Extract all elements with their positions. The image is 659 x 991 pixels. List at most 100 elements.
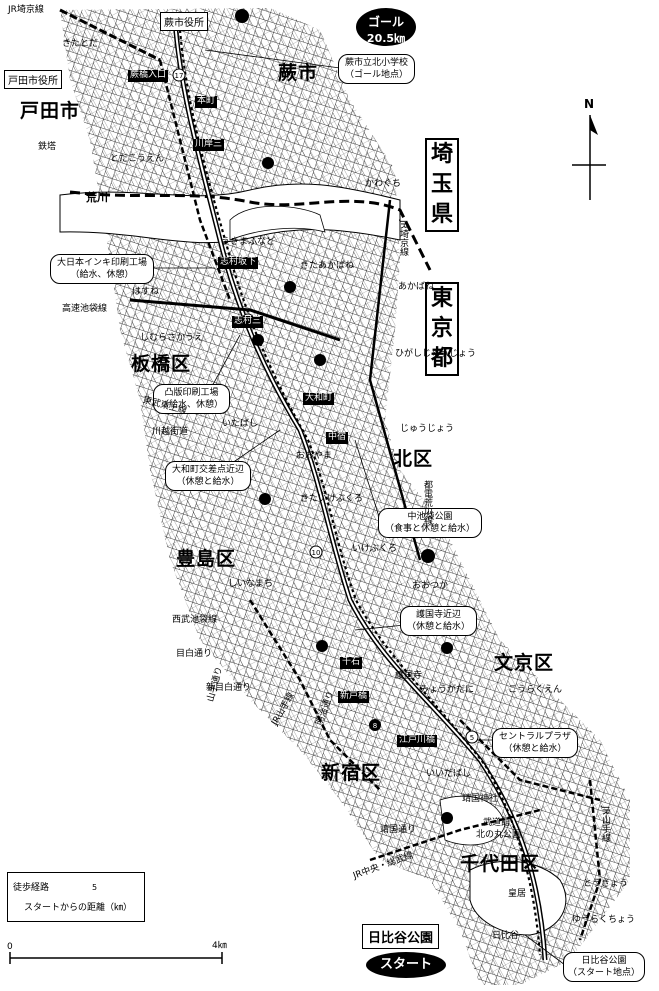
label-toden-arakawa: 都電荒川線 (422, 480, 432, 525)
toppan-callout: 凸版印刷工場 （給水、休憩） (153, 384, 231, 415)
label-myogadani: みょうがだに (420, 685, 475, 695)
label-gokokuji: 護国寺 (395, 671, 423, 681)
label-arakawa: 荒川 (86, 191, 108, 204)
label-ikebukuro: いけぶくろ (352, 544, 398, 554)
hibiya-park-label: 日比谷公園 (362, 924, 440, 949)
label-ukimafunado: うきまふなど (221, 237, 276, 247)
saitama-char-2: 玉 (430, 172, 453, 197)
gokokuji-name: 護国寺近辺 (416, 610, 462, 620)
saitama-char-3: 県 (430, 202, 453, 227)
legend-marker: 5 (92, 883, 98, 892)
ward-warabi: 蕨市 (278, 62, 319, 84)
label-seibu-line: 西武池袋線 (172, 615, 218, 625)
label-todakoen: とだこうえん (110, 154, 165, 164)
label-shimo-line: 鉄塔 (38, 142, 57, 152)
label-itabashi: いたばし (222, 419, 259, 429)
route-number-label: 10 (312, 549, 321, 557)
tokyo-prefecture-label: 東 京 都 (425, 282, 459, 376)
intersection-shimura-san: 志村三 (232, 316, 264, 328)
central-plaza-name: セントラルプラザ (499, 732, 572, 742)
ward-toshima: 豊島区 (176, 548, 237, 570)
intersection-kawagishi: 川岸三 (193, 139, 225, 151)
gokokuji-note: （休憩と給水） (407, 622, 471, 633)
label-kitaakabane: きたあかばね (300, 261, 355, 271)
tokyo-char-1: 東 (430, 286, 453, 311)
label-higashijujo: ひがしじゅうじょう (395, 349, 477, 359)
hibiya-start-note: （スタート地点） (568, 968, 641, 979)
intersection-nakajuku: 中宿 (326, 432, 349, 444)
goal-point-name: 蕨市立北小学校 (345, 58, 409, 68)
label-korakuen: こうらくえん (508, 685, 563, 695)
label-yasukuni: 靖国神社 (462, 794, 499, 804)
route-number-label: 5 (470, 734, 474, 742)
label-oyama: おおやま (296, 451, 333, 461)
start-label: スタート (379, 957, 432, 972)
goal-badge: ゴール 20.5㎞ (356, 8, 416, 46)
central-plaza-note: （休憩と給水） (503, 744, 567, 755)
warabi-city-hall-label: 蕨市役所 (160, 12, 208, 31)
intersection-sengoku: 千石 (340, 657, 363, 669)
dainippon-note: （給水、休憩） (70, 270, 134, 281)
label-yurakucho: ゆうらくちょう (572, 915, 636, 925)
goal-label: ゴール (367, 15, 404, 29)
label-kitaikebukuro: きたいけぶくろ (300, 494, 364, 504)
gokokuji-callout: 護国寺近辺 （休憩と給水） (400, 606, 478, 637)
legend: 徒歩経路 5 スタートからの距離（㎞） (7, 872, 145, 922)
ward-kita: 北区 (393, 448, 434, 470)
label-iidabashi: いいだばし (426, 769, 472, 779)
label-jr-saikyo: JR埼京線 (8, 5, 44, 15)
label-kitatoda: きたとだ (62, 39, 99, 49)
label-tokyo-station: とうきょう (583, 879, 629, 889)
label-mejiro-dori: 目白通り (176, 649, 213, 659)
hibiya-start-name: 日比谷公園 (581, 956, 627, 966)
toppan-name: 凸版印刷工場 (164, 388, 219, 398)
yamato-name: 大和町交差点近辺 (172, 465, 245, 475)
saitama-char-1: 埼 (430, 142, 453, 167)
nakaike-note: （食事と休憩と給水） (385, 524, 476, 535)
label-shinmejiro-dori: 新目白通り (206, 683, 252, 693)
scale-end: 4㎞ (212, 941, 227, 951)
north-label: N (584, 97, 595, 111)
label-jujo: じゅうじょう (400, 424, 455, 434)
goal-point-note: （ゴール地点） (345, 70, 409, 81)
label-hibiya-station: 日比谷 (492, 931, 520, 941)
yamato-note: （休憩と給水） (176, 477, 240, 488)
ward-toda: 戸田市 (20, 100, 81, 122)
label-jr-yamanote: JR山手線 (600, 806, 610, 842)
legend-walk-label: 徒歩経路 (13, 883, 50, 893)
intersection-warabi-iriguchi: 蕨橋入口 (128, 70, 169, 82)
scale-bar (9, 952, 223, 964)
start-badge: スタート (366, 952, 446, 978)
central-plaza-callout: セントラルプラザ （休憩と給水） (492, 728, 579, 759)
label-kawaguchi: かわぐち (365, 179, 402, 189)
ward-itabashi: 板橋区 (131, 353, 192, 375)
intersection-honcho: 本町 (195, 96, 218, 108)
ward-bunkyo: 文京区 (494, 652, 555, 674)
label-akabane: あかばね (398, 282, 435, 292)
nakaike-callout: 中池袋公園 （食事と休憩と給水） (378, 508, 483, 539)
yamato-callout: 大和町交差点近辺 （休憩と給水） (165, 461, 252, 492)
saitama-prefecture-label: 埼 玉 県 (425, 138, 459, 232)
label-kawagoe: 川越街道 (152, 427, 189, 437)
label-shiinamachi: しいなまち (228, 579, 274, 589)
intersection-yamatocho: 大和町 (303, 393, 335, 405)
goal-point-callout: 蕨市立北小学校 （ゴール地点） (338, 54, 416, 85)
intersection-edogawabashi: 新戸橋 (338, 691, 370, 703)
toda-city-hall-label: 戸田市役所 (4, 70, 62, 89)
legend-distance-label: スタートからの距離（㎞） (24, 903, 133, 913)
label-hasune: はすね (132, 287, 160, 297)
dainippon-name: 大日本インキ印刷工場 (57, 258, 148, 268)
ward-shinjuku: 新宿区 (321, 762, 382, 784)
label-yasukuni-dori: 靖国通り (380, 825, 417, 835)
label-takashimadaira-line: 高速池袋線 (62, 304, 108, 314)
goal-distance: 20.5㎞ (366, 32, 406, 45)
toppan-note: （給水、休憩） (160, 400, 224, 411)
dainippon-callout: 大日本インキ印刷工場 （給水、休憩） (50, 254, 155, 285)
label-otsuka: おおつか (412, 581, 449, 591)
ward-chiyoda: 千代田区 (460, 853, 541, 875)
intersection-edogawa-chome: 江戸川橋 (397, 735, 438, 747)
route-number-label: 8 (373, 722, 377, 730)
hibiya-start-callout: 日比谷公園 （スタート地点） (563, 952, 646, 983)
tokyo-char-3: 都 (430, 346, 453, 371)
